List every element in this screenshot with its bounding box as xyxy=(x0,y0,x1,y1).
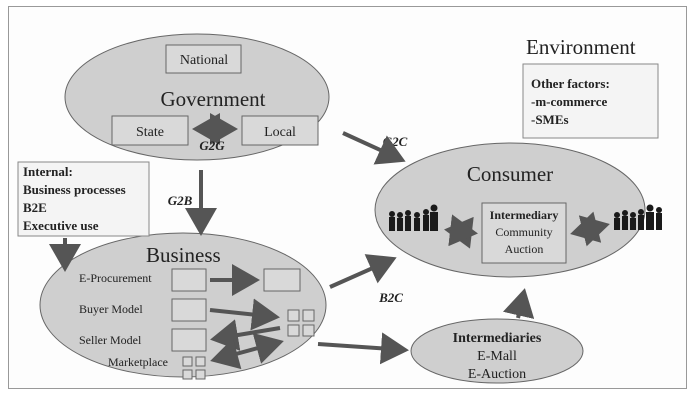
factor-m-commerce: -m-commerce xyxy=(531,94,607,109)
environment-title: Environment xyxy=(526,35,636,59)
model-buyer: Buyer Model xyxy=(79,302,143,316)
business-intermediaries-arrow xyxy=(317,332,409,365)
national-label: National xyxy=(180,53,228,68)
g2c-label: G2C xyxy=(383,134,408,149)
g2c-arrow xyxy=(342,131,406,165)
right-people-arrow xyxy=(570,211,610,247)
state-box xyxy=(111,115,189,146)
local-box xyxy=(241,115,319,146)
intermediaries-consumer-arrow xyxy=(503,288,535,319)
community-label: Community xyxy=(495,225,552,239)
g2g-label: G2G xyxy=(199,138,225,153)
intermediary-label: Intermediary xyxy=(490,208,559,222)
g2b-label: G2B xyxy=(168,193,193,208)
b2c-arrow xyxy=(329,254,397,289)
e-procurement-target-box xyxy=(263,268,301,292)
model-e-procurement: E-Procurement xyxy=(79,271,152,285)
marketplace-arrow xyxy=(210,332,284,370)
buyer-model-box xyxy=(171,298,207,322)
internal-heading: Internal: xyxy=(23,164,73,179)
intermediaries-e-auction: E-Auction xyxy=(468,367,526,382)
national-box xyxy=(165,44,242,74)
internal-item-executive: Executive use xyxy=(23,218,99,233)
marketplace-small-grid-icon xyxy=(182,356,206,380)
local-label: Local xyxy=(264,125,296,140)
buyer-model-arrow xyxy=(209,298,280,331)
state-label: State xyxy=(136,125,164,140)
intermediaries-ellipse xyxy=(410,318,584,384)
internal-item-processes: Business processes xyxy=(23,182,126,197)
business-title: Business xyxy=(146,243,221,267)
people-icon-right xyxy=(614,204,662,230)
auction-label: Auction xyxy=(505,242,544,256)
intermediaries-title: Intermediaries xyxy=(453,331,542,346)
b2c-label: B2C xyxy=(378,290,403,305)
internal-box xyxy=(17,161,150,237)
marketplace-grid-icon xyxy=(287,309,315,337)
e-procurement-box xyxy=(171,268,207,292)
factors-heading: Other factors: xyxy=(531,76,610,91)
internal-item-b2e: B2E xyxy=(23,200,47,215)
left-people-arrow xyxy=(444,214,478,249)
people-icon-left xyxy=(389,204,438,231)
environment-factors-box xyxy=(522,63,659,139)
government-title: Government xyxy=(161,87,266,111)
factor-smes: -SMEs xyxy=(531,112,569,127)
consumer-title: Consumer xyxy=(467,162,553,186)
model-marketplace: Marketplace xyxy=(108,355,168,369)
model-seller: Seller Model xyxy=(79,333,142,347)
intermediaries-e-mall: E-Mall xyxy=(477,349,517,364)
intermediary-box xyxy=(481,202,567,264)
seller-model-box xyxy=(171,328,207,352)
